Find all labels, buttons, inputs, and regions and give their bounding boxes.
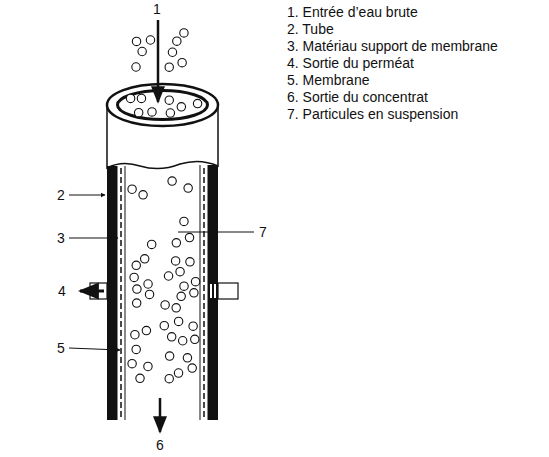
particle: [144, 280, 152, 288]
particle: [174, 369, 182, 377]
key-entry: 1. Entrée d’eau brute: [287, 4, 418, 21]
particle: [193, 99, 201, 107]
key-entry: 4. Sortie du perméat: [287, 55, 414, 72]
key-entry: 5. Membrane: [287, 72, 369, 89]
key-entry: 2. Tube: [287, 21, 334, 38]
particle: [145, 290, 153, 298]
particle: [128, 185, 136, 193]
particle: [172, 304, 180, 312]
particle: [132, 299, 140, 307]
suspended-particles: [126, 29, 201, 383]
callout-number: 3: [55, 230, 67, 247]
particle: [176, 267, 184, 275]
particle: [126, 94, 134, 102]
particle: [148, 108, 156, 116]
particle: [178, 337, 186, 345]
tube-wall: [107, 165, 218, 420]
particle: [130, 273, 138, 281]
particle: [180, 217, 188, 225]
tube-upper-shell: [107, 84, 218, 169]
particle: [144, 362, 152, 370]
particle: [128, 359, 136, 367]
particle: [190, 289, 198, 297]
particle: [183, 354, 191, 362]
particle: [165, 96, 173, 104]
particle: [180, 282, 188, 290]
particle: [188, 364, 196, 372]
callout-number: 6: [154, 437, 166, 454]
particle: [164, 272, 172, 280]
particle: [189, 322, 197, 330]
particle: [142, 326, 150, 334]
particle: [132, 63, 140, 71]
particle: [184, 184, 192, 192]
particle: [177, 292, 185, 300]
particle: [132, 261, 140, 269]
particle: [185, 233, 193, 241]
particle: [186, 258, 194, 266]
particle: [147, 240, 155, 248]
particle: [132, 37, 140, 45]
particle: [168, 177, 176, 185]
particle: [167, 333, 175, 341]
particle: [166, 109, 174, 117]
particle: [139, 191, 147, 199]
particle: [165, 374, 173, 382]
key-entry: 7. Particules en suspension: [287, 106, 458, 123]
callout-number: 1: [151, 1, 163, 18]
particle: [177, 103, 185, 111]
permeate-outlet: [90, 283, 238, 299]
callout-number: 7: [257, 224, 269, 241]
particle: [131, 331, 139, 339]
callout-number: 5: [55, 340, 67, 357]
leader-lines: [69, 195, 254, 350]
particle: [133, 285, 141, 293]
flow-arrows: [80, 20, 160, 432]
particle: [173, 37, 181, 45]
particle: [165, 352, 173, 360]
particle: [174, 317, 182, 325]
particle: [168, 48, 176, 56]
particle: [178, 58, 186, 66]
key-entry: 6. Sortie du concentrat: [287, 89, 428, 106]
callout-number: 4: [56, 283, 68, 300]
particle: [132, 345, 140, 353]
particle: [146, 36, 154, 44]
callout-number: 2: [55, 187, 67, 204]
membrane-layer: [121, 168, 204, 420]
particle: [191, 335, 199, 343]
key-entry: 3. Matériau support de membrane: [287, 38, 498, 55]
particle: [165, 63, 173, 71]
particle: [191, 278, 199, 286]
particle: [134, 108, 142, 116]
particle: [138, 47, 146, 55]
particle: [160, 321, 168, 329]
particle: [140, 255, 148, 263]
particle: [172, 239, 180, 247]
particle: [161, 301, 169, 309]
particle: [180, 29, 188, 37]
particle: [136, 374, 144, 382]
particle: [171, 257, 179, 265]
particle: [137, 94, 145, 102]
